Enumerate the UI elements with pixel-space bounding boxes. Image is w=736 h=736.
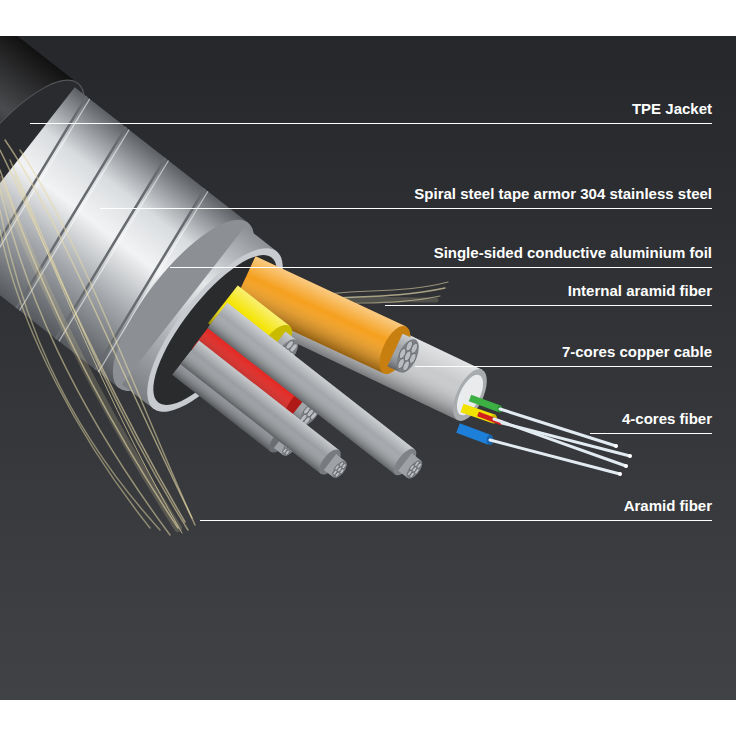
part-label: Aramid fiber <box>624 497 712 515</box>
part-label: 7-cores copper cable <box>562 343 712 361</box>
part-label: Internal aramid fiber <box>568 282 712 300</box>
part-label: TPE Jacket <box>632 100 712 118</box>
leader-line <box>170 267 712 268</box>
cable-drawing <box>0 36 632 535</box>
grey-core <box>208 303 429 485</box>
part-label: Spiral steel tape armor 304 stainless st… <box>414 185 712 203</box>
leader-line <box>385 305 712 306</box>
leader-line <box>100 208 712 209</box>
part-label: 4-cores fiber <box>622 410 712 428</box>
part-label: Single-sided conductive aluminium foil <box>434 244 712 262</box>
leader-line <box>415 366 712 367</box>
fiber-tubes <box>458 398 632 476</box>
leader-lines <box>30 124 712 521</box>
leader-line <box>590 433 712 434</box>
leader-line <box>200 520 712 521</box>
aramid-fiber <box>0 140 195 535</box>
leader-line <box>30 123 712 124</box>
